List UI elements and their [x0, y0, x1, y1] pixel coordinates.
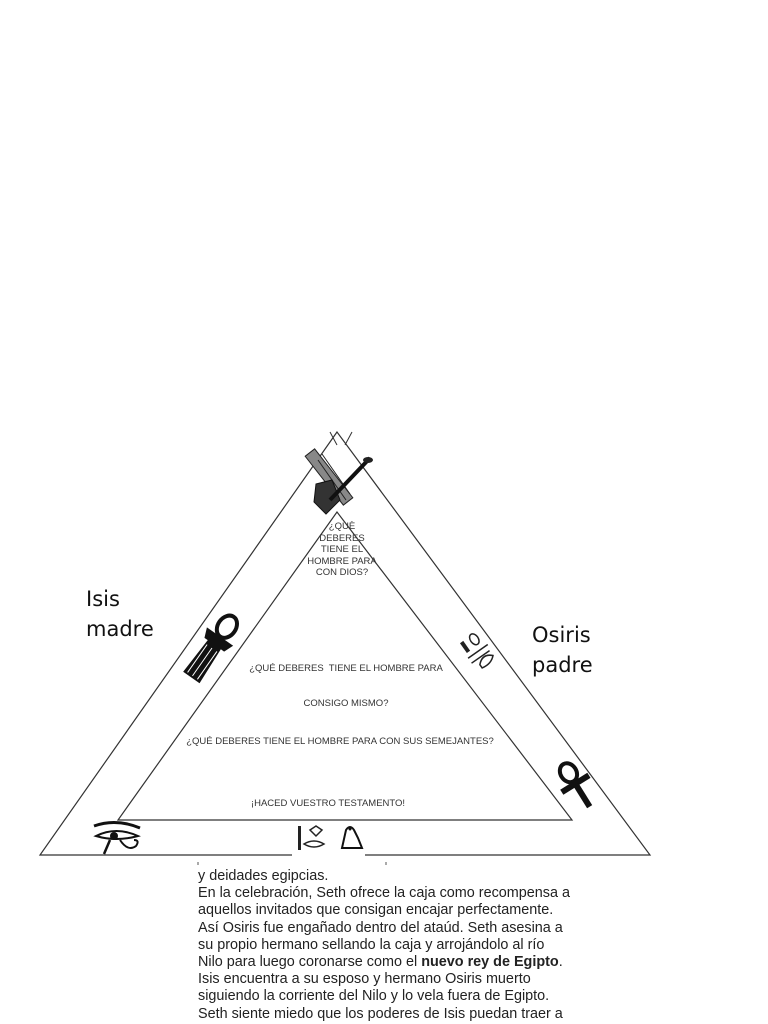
isis-name: Isis [86, 587, 120, 611]
question-others: ¿QUÉ DEBERES TIENE EL HOMBRE PARA CON SU… [186, 736, 494, 747]
question-self: ¿QUÉ DEBERES TIENE EL HOMBRE PARA CONSIG… [249, 663, 443, 709]
eye-of-horus-icon [93, 821, 141, 855]
ankh-figure-icon [183, 613, 239, 684]
trowel-and-square-icon [304, 448, 373, 515]
osiris-label: Osiris padre [532, 620, 593, 680]
testament-text: ¡HACED VUESTRO TESTAMENTO! [250, 798, 406, 809]
isis-label: Isis madre [86, 584, 154, 644]
body-paragraph: y deidades egipcias. En la celebración, … [198, 868, 570, 1022]
isis-role: madre [86, 617, 154, 641]
osiris-role: padre [532, 653, 593, 677]
new-king-emphasis: nuevo rey de Egipto [421, 954, 559, 971]
osiris-name: Osiris [532, 623, 591, 647]
inner-triangle [116, 510, 574, 821]
hieroglyph-column-icon [459, 633, 494, 669]
question-god: ¿QUÈ DEBERES TIENE EL HOMBRE PARA CON DI… [307, 521, 377, 578]
ankh-icon [557, 761, 593, 809]
hieroglyph-bird-icon [298, 825, 364, 850]
